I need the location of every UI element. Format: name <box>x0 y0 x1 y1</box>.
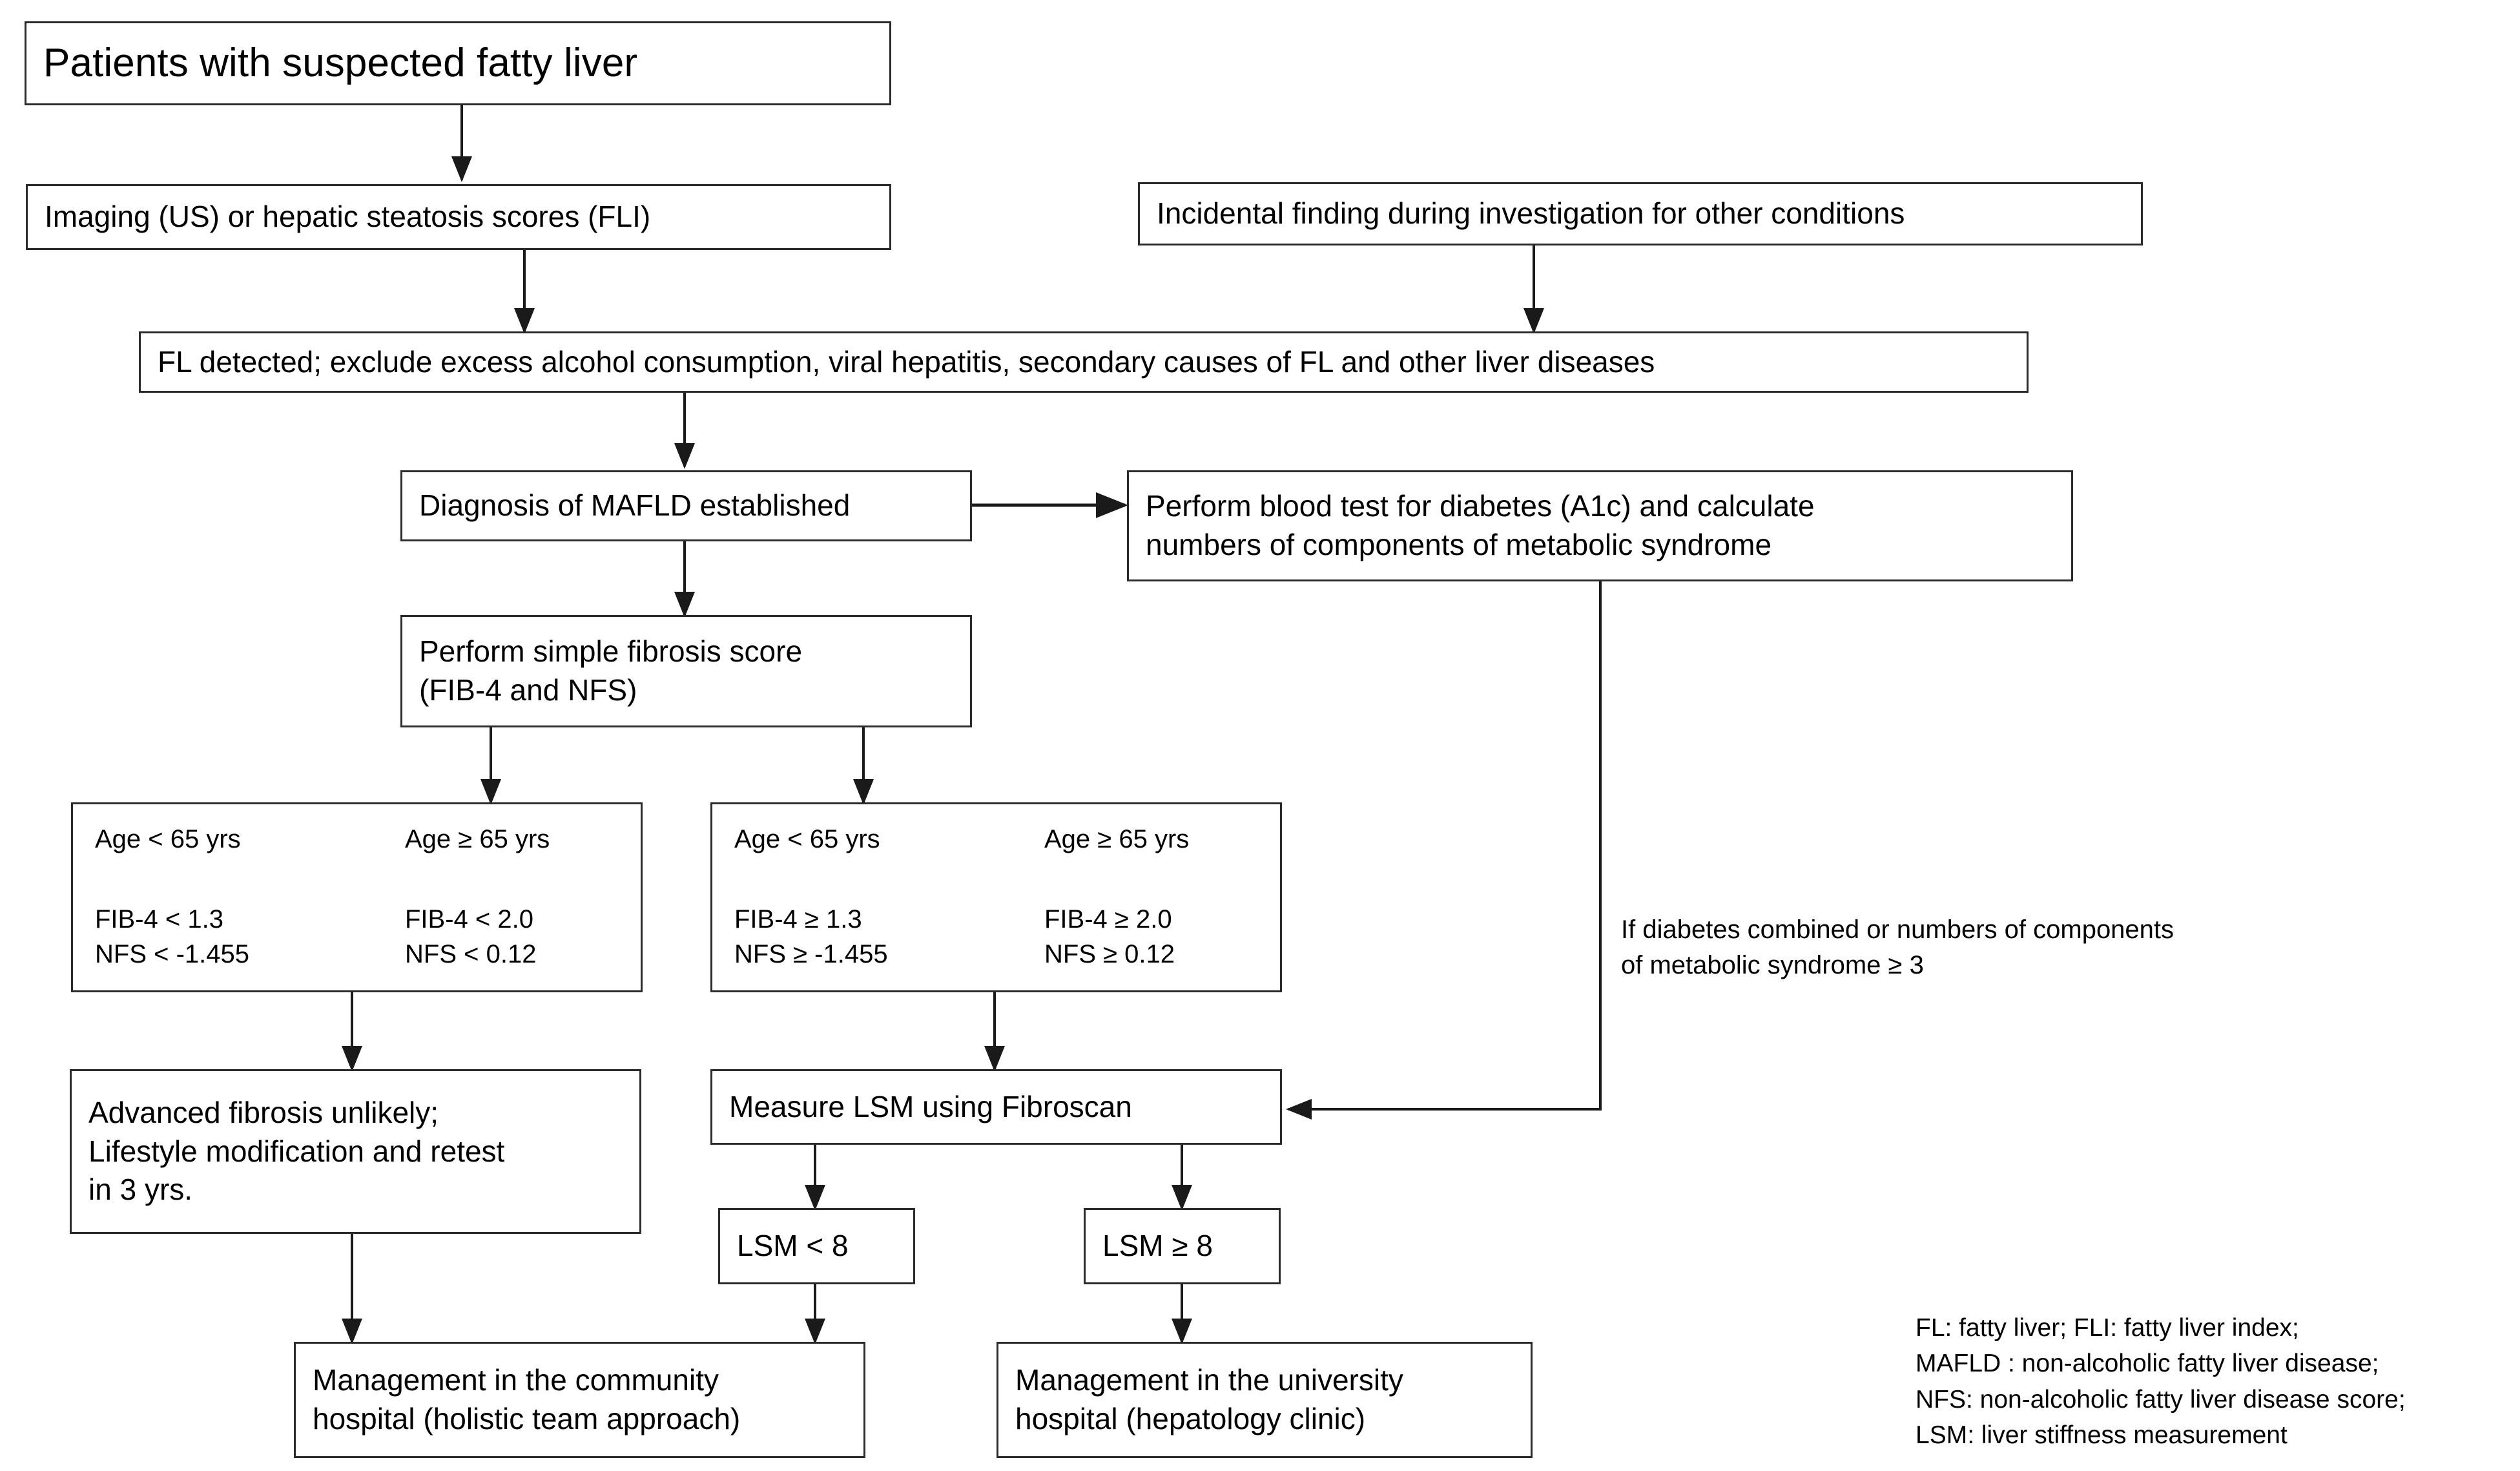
node-advanced-fibrosis-line3: in 3 yrs. <box>88 1173 193 1207</box>
high-risk-fib4-row: FIB-4 ≥ 1.3 FIB-4 ≥ 2.0 <box>734 902 1261 937</box>
low-risk-age-row: Age < 65 yrs Age ≥ 65 yrs <box>95 822 621 856</box>
node-management-university-line2: hospital (hepatology clinic) <box>1015 1402 1366 1435</box>
node-low-risk-criteria[interactable]: Age < 65 yrs Age ≥ 65 yrs FIB-4 < 1.3 FI… <box>71 802 643 992</box>
high-risk-spacer <box>734 856 1261 902</box>
node-fl-detected[interactable]: FL detected; exclude excess alcohol cons… <box>139 331 2029 393</box>
node-measure-lsm-label: Measure LSM using Fibroscan <box>729 1089 1132 1123</box>
high-risk-fib4-old: FIB-4 ≥ 2.0 <box>1044 905 1172 934</box>
high-risk-nfs-young: NFS ≥ -1.455 <box>734 939 888 968</box>
low-risk-fib4-row: FIB-4 < 1.3 FIB-4 < 2.0 <box>95 902 621 937</box>
node-high-risk-criteria[interactable]: Age < 65 yrs Age ≥ 65 yrs FIB-4 ≥ 1.3 FI… <box>710 802 1282 992</box>
low-risk-fib4-old: FIB-4 < 2.0 <box>405 905 533 934</box>
node-lsm-low[interactable]: LSM < 8 <box>718 1208 915 1284</box>
node-mafld-established[interactable]: Diagnosis of MAFLD established <box>400 470 972 541</box>
node-advanced-fibrosis-line1: Advanced fibrosis unlikely; <box>88 1095 439 1129</box>
node-fibrosis-score[interactable]: Perform simple fibrosis score (FIB-4 and… <box>400 615 972 727</box>
high-risk-nfs-old: NFS ≥ 0.12 <box>1044 939 1175 968</box>
node-fl-detected-label: FL detected; exclude excess alcohol cons… <box>158 344 1655 379</box>
low-risk-nfs-row: NFS < -1.455 NFS < 0.12 <box>95 937 621 972</box>
low-risk-spacer <box>95 856 621 902</box>
high-risk-age-young: Age < 65 yrs <box>734 825 880 853</box>
node-management-community-line1: Management in the community <box>313 1363 719 1397</box>
node-fibrosis-score-line1: Perform simple fibrosis score <box>419 634 803 669</box>
node-management-university[interactable]: Management in the university hospital (h… <box>997 1342 1533 1458</box>
node-mafld-established-label: Diagnosis of MAFLD established <box>419 488 851 523</box>
node-management-university-line1: Management in the university <box>1015 1363 1403 1397</box>
node-blood-test-line1: Perform blood test for diabetes (A1c) an… <box>1146 489 1815 523</box>
node-advanced-fibrosis-unlikely[interactable]: Advanced fibrosis unlikely; Lifestyle mo… <box>70 1069 641 1234</box>
low-risk-fib4-young: FIB-4 < 1.3 <box>95 905 223 934</box>
low-risk-nfs-young: NFS < -1.455 <box>95 939 250 968</box>
node-suspected-fatty-liver-label: Patients with suspected fatty liver <box>43 40 638 85</box>
node-blood-test-line2: numbers of components of metabolic syndr… <box>1146 528 1772 561</box>
low-risk-age-young: Age < 65 yrs <box>95 825 241 853</box>
node-lsm-low-label: LSM < 8 <box>737 1229 849 1263</box>
node-measure-lsm[interactable]: Measure LSM using Fibroscan <box>710 1069 1282 1145</box>
node-advanced-fibrosis-line2: Lifestyle modification and retest <box>88 1134 505 1168</box>
connector-bloodtest-to-lsm <box>1286 581 1602 1120</box>
node-incidental-finding[interactable]: Incidental finding during investigation … <box>1138 182 2143 245</box>
node-lsm-high[interactable]: LSM ≥ 8 <box>1084 1208 1281 1284</box>
legend-abbreviations: FL: fatty liver; FLI: fatty liver index;… <box>1916 1314 2406 1450</box>
node-management-community-line2: hospital (holistic team approach) <box>313 1402 741 1435</box>
node-suspected-fatty-liver[interactable]: Patients with suspected fatty liver <box>25 21 891 105</box>
high-risk-age-old: Age ≥ 65 yrs <box>1044 825 1190 853</box>
high-risk-nfs-row: NFS ≥ -1.455 NFS ≥ 0.12 <box>734 937 1261 972</box>
annotation-diabetes-condition: If diabetes combined or numbers of compo… <box>1621 915 2174 980</box>
high-risk-fib4-young: FIB-4 ≥ 1.3 <box>734 905 862 934</box>
high-risk-age-row: Age < 65 yrs Age ≥ 65 yrs <box>734 822 1261 856</box>
node-incidental-finding-label: Incidental finding during investigation … <box>1157 196 1905 231</box>
node-management-community[interactable]: Management in the community hospital (ho… <box>294 1342 865 1458</box>
node-imaging-label: Imaging (US) or hepatic steatosis scores… <box>45 200 651 234</box>
node-blood-test[interactable]: Perform blood test for diabetes (A1c) an… <box>1127 470 2073 581</box>
node-fibrosis-score-line2: (FIB-4 and NFS) <box>419 673 637 707</box>
node-lsm-high-label: LSM ≥ 8 <box>1102 1229 1213 1263</box>
low-risk-age-old: Age ≥ 65 yrs <box>405 825 550 853</box>
low-risk-nfs-old: NFS < 0.12 <box>405 939 537 968</box>
node-imaging[interactable]: Imaging (US) or hepatic steatosis scores… <box>26 184 891 250</box>
